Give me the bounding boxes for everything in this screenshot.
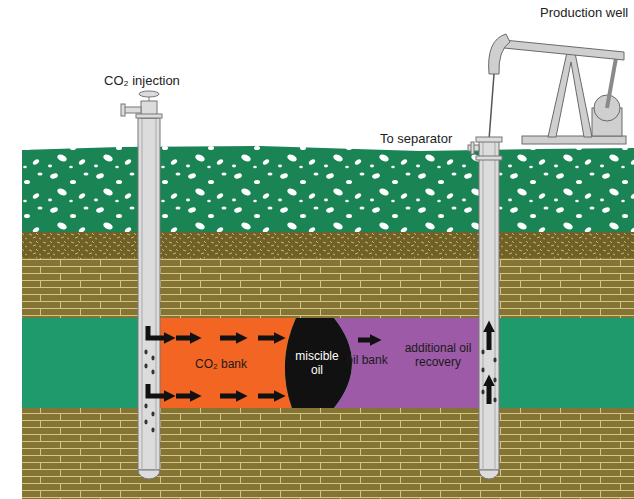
- well-label: Production well: [540, 6, 628, 21]
- oil-bank-region: oil bank additional oil recovery: [330, 318, 480, 408]
- production-perforations: [481, 350, 496, 403]
- gravel-layer: [22, 232, 634, 258]
- region-label: CO₂ bank: [186, 358, 256, 372]
- pump-jack: [489, 34, 626, 144]
- region-fill: [334, 318, 479, 408]
- region-label: oil bank: [346, 354, 388, 368]
- injection-well: [121, 91, 162, 479]
- reservoir-layer: [22, 318, 634, 408]
- outlet-label: To separator: [380, 132, 452, 147]
- region-label: miscible oil: [288, 350, 346, 378]
- region-label: additional oil recovery: [402, 342, 474, 370]
- region-fill: [160, 318, 296, 408]
- region-fill: [285, 318, 352, 408]
- surface-soil: [22, 146, 634, 232]
- well-label: CO₂ injection: [104, 74, 180, 89]
- production-well: [468, 137, 502, 479]
- co2-bank-region: CO₂ bank: [160, 318, 300, 408]
- injection-perforations: [144, 350, 154, 433]
- base-rock-layer: [22, 408, 634, 499]
- caprock-layer: [22, 258, 634, 318]
